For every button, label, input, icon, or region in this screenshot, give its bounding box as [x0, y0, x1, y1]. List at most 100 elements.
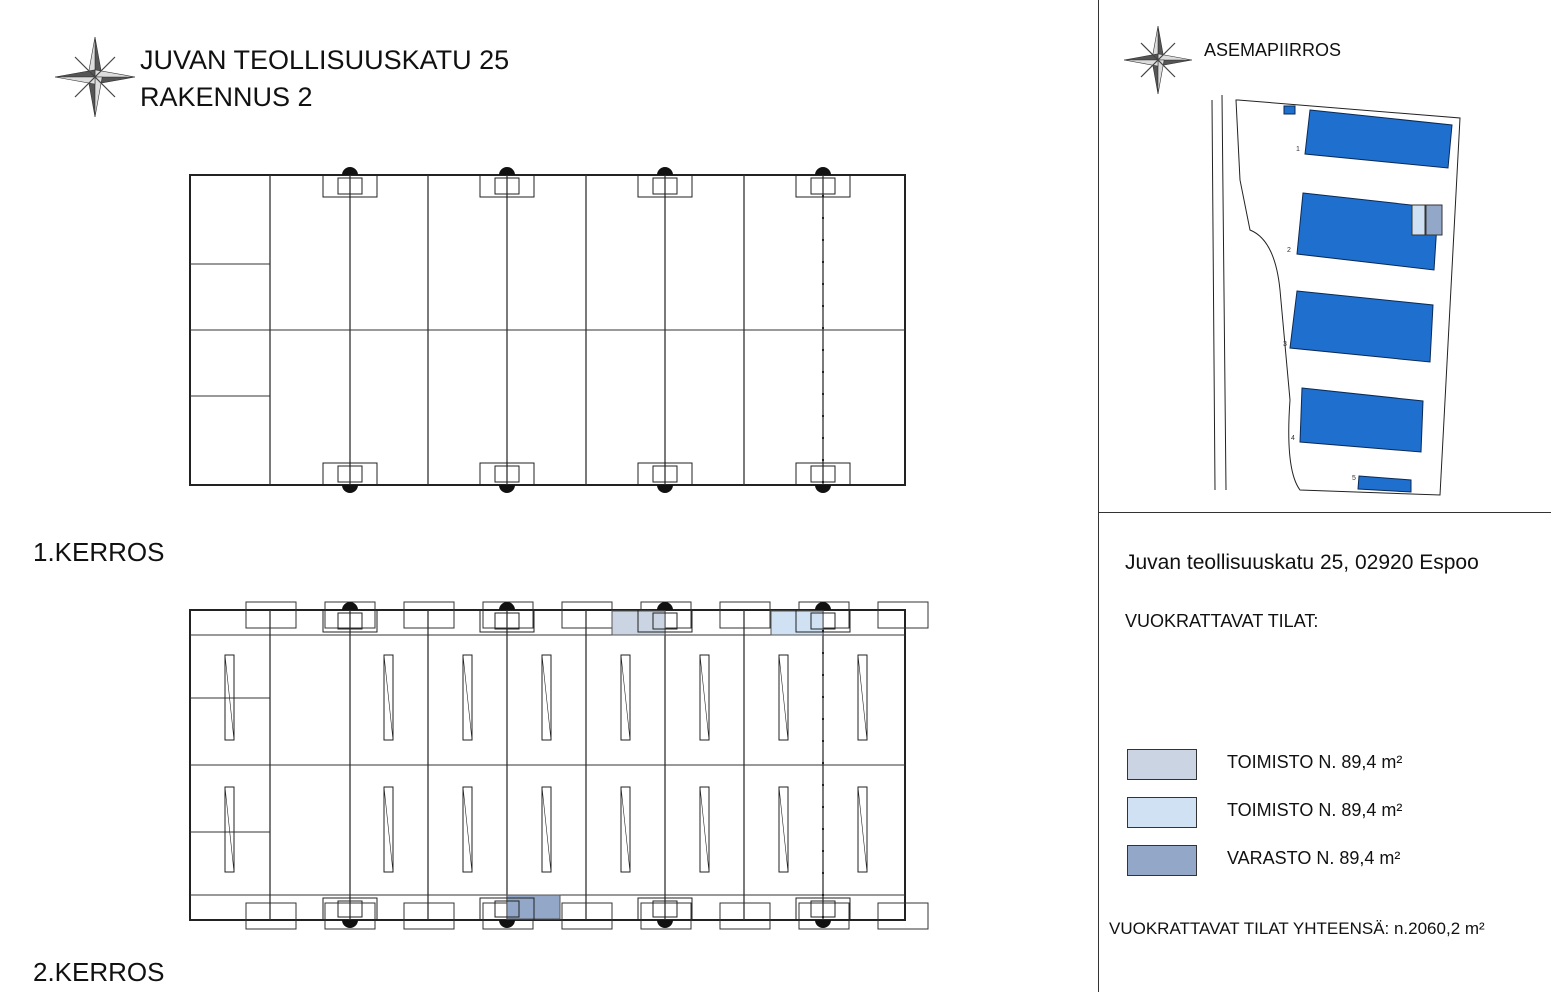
compass-icon	[1157, 59, 1176, 78]
legend-swatch-office-1	[1127, 749, 1197, 780]
rack	[620, 786, 631, 873]
compass-icon	[94, 76, 103, 118]
stair-tower	[657, 920, 673, 928]
divider-horizontal	[1098, 512, 1551, 513]
rack	[541, 786, 552, 873]
stair-tower	[657, 485, 673, 493]
site-building-number: 5	[1352, 475, 1356, 482]
column-dot	[822, 630, 824, 632]
site-boundary	[1235, 99, 1461, 496]
site-office-highlight	[1411, 204, 1426, 236]
rack	[857, 654, 868, 741]
floor-2-label: 2.KERROS	[33, 957, 165, 987]
rack	[224, 786, 235, 873]
rack	[462, 786, 473, 873]
column-dot	[822, 916, 824, 918]
rentable-office-2	[770, 610, 824, 636]
column-dot	[822, 674, 824, 676]
stair-tower	[342, 167, 358, 175]
stair-core	[652, 177, 678, 195]
stair-tower	[499, 167, 515, 175]
road	[1211, 94, 1227, 491]
column-dot	[822, 652, 824, 654]
stair-tower	[657, 602, 673, 610]
stair-core	[337, 900, 363, 918]
compass-icon	[1157, 42, 1176, 61]
rack	[699, 654, 710, 741]
rack	[462, 654, 473, 741]
stair-core	[494, 900, 520, 918]
stair-core	[810, 612, 836, 630]
column-dot	[822, 696, 824, 698]
rack	[778, 786, 789, 873]
stair-core	[494, 465, 520, 483]
door-frame	[245, 601, 297, 629]
column-dot	[822, 217, 824, 219]
floor-1-label: 1.KERROS	[33, 537, 165, 567]
rack	[462, 786, 473, 873]
stair-tower	[815, 920, 831, 928]
door-frame	[719, 601, 771, 629]
rack	[699, 654, 710, 741]
compass-icon	[94, 56, 116, 78]
column-dot	[822, 762, 824, 764]
site-building-5	[1357, 475, 1412, 493]
stair-core	[652, 900, 678, 918]
stair-tower	[815, 485, 831, 493]
door-frame	[877, 601, 929, 629]
compass-icon	[1157, 59, 1165, 95]
site-building-1	[1304, 109, 1453, 169]
site-building-number: 2	[1287, 247, 1291, 254]
rack	[699, 786, 710, 873]
rack	[224, 654, 235, 741]
column-dot	[822, 894, 824, 896]
legend-item: TOIMISTO N. 89,4 m²	[1127, 797, 1402, 828]
rack	[383, 786, 394, 873]
column-dot	[822, 261, 824, 263]
stair-tower	[815, 167, 831, 175]
rack	[541, 654, 552, 741]
site-building-3	[1289, 290, 1434, 363]
title-line-1: JUVAN TEOLLISUUSKATU 25	[140, 45, 510, 75]
legend-item: VARASTO N. 89,4 m²	[1127, 845, 1400, 876]
column-dot	[822, 718, 824, 720]
stair-core	[652, 465, 678, 483]
door-frame	[561, 601, 613, 629]
stair-core	[337, 177, 363, 195]
column-dot	[822, 283, 824, 285]
site-small-building	[1283, 105, 1296, 115]
rack	[699, 786, 710, 873]
rack	[778, 654, 789, 741]
compass-icon	[1123, 59, 1159, 67]
column-dot	[822, 393, 824, 395]
column-dot	[822, 459, 824, 461]
door-frame	[719, 902, 771, 930]
column-dot	[822, 349, 824, 351]
door-frame	[877, 902, 929, 930]
divider-vertical	[1098, 0, 1099, 992]
door-frame	[245, 902, 297, 930]
column-dot	[822, 239, 824, 241]
site-building-2	[1296, 192, 1439, 271]
compass-icon	[74, 56, 96, 78]
rack	[383, 786, 394, 873]
column-dot	[822, 784, 824, 786]
rack	[778, 654, 789, 741]
column-dot	[822, 740, 824, 742]
stair-core	[652, 612, 678, 630]
column-dot	[822, 806, 824, 808]
rack	[541, 654, 552, 741]
compass-icon	[1140, 42, 1159, 61]
rack	[778, 786, 789, 873]
door-frame	[482, 601, 534, 629]
legend-swatch-storage	[1127, 845, 1197, 876]
stair-tower	[499, 920, 515, 928]
column-dot	[822, 415, 824, 417]
site-plan-title: ASEMAPIIRROS	[1204, 40, 1342, 60]
stair-tower	[499, 485, 515, 493]
stair-tower	[499, 602, 515, 610]
rentable-heading: VUOKRATTAVAT TILAT:	[1125, 611, 1319, 631]
stair-tower	[342, 920, 358, 928]
column-dot	[822, 195, 824, 197]
